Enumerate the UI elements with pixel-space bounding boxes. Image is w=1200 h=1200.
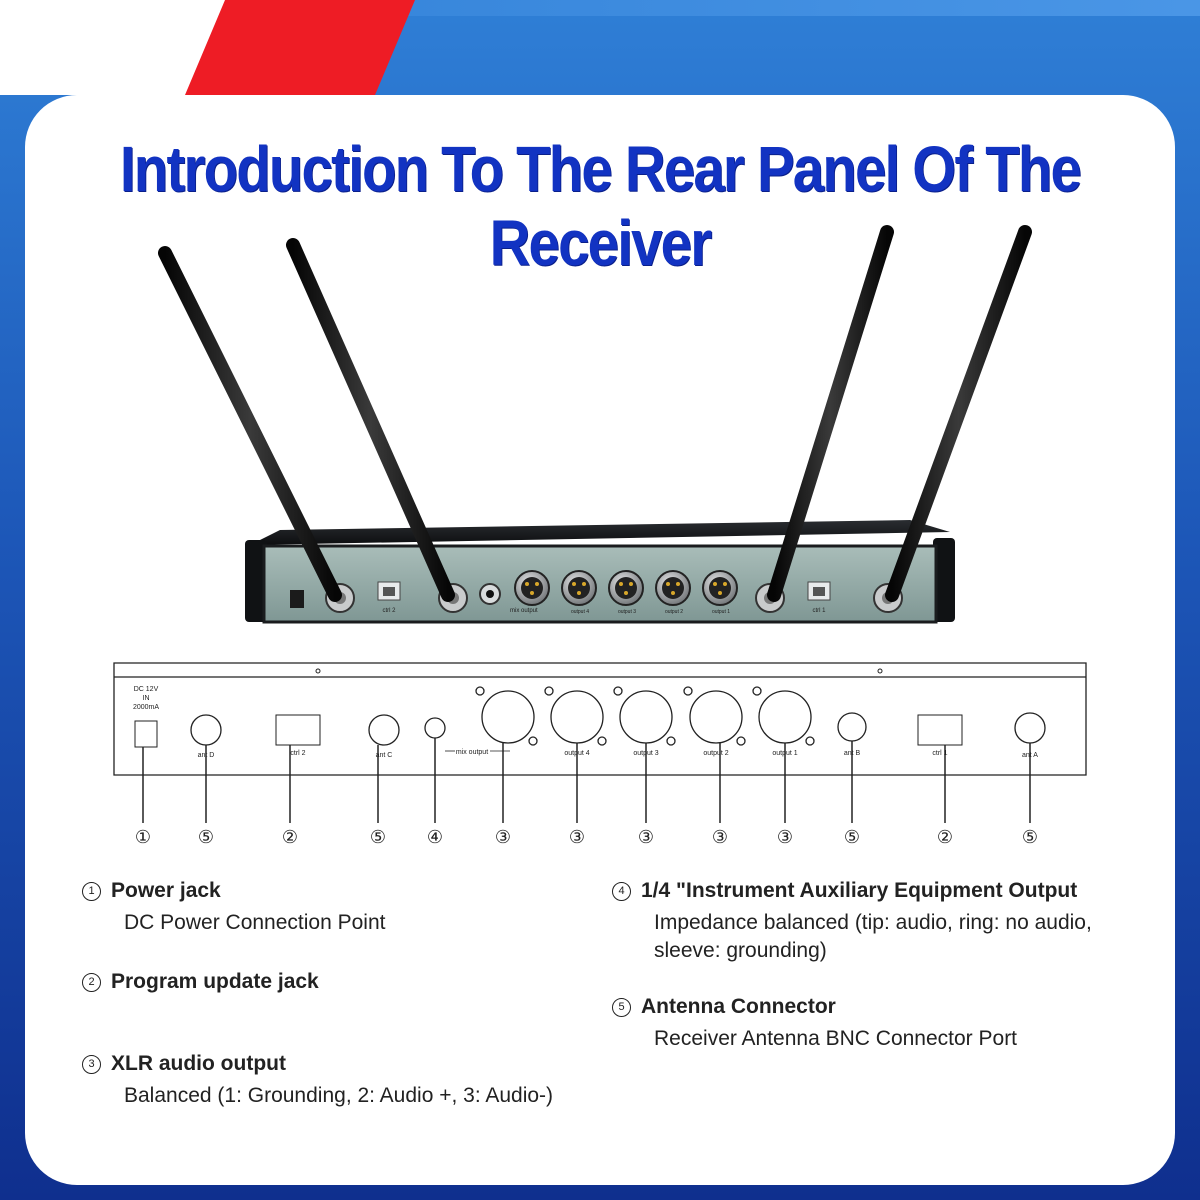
diagram-xlr	[481, 690, 535, 744]
legend-item-program-update-jack: 2 Program update jack	[82, 970, 319, 994]
callout-number: ③	[495, 827, 511, 847]
callout-number: ③	[777, 827, 793, 847]
callout-number: ⑤	[1022, 827, 1038, 847]
legend-number: 4	[612, 881, 631, 901]
diagram-ant-c	[368, 714, 400, 746]
legend-description: DC Power Connection Point	[124, 911, 386, 934]
diagram-ant-b	[837, 712, 867, 742]
xlr-connector	[655, 570, 691, 606]
rj45-port-ctrl1	[807, 581, 831, 601]
xlr-connector	[608, 570, 644, 606]
diagram-xlr-screw	[528, 736, 538, 746]
legend-number: 2	[82, 972, 101, 992]
photo-label-ctrl1: ctrl 1	[812, 608, 826, 614]
diagram-label-ant-c: ant C	[376, 752, 393, 759]
receiver-rear-photo: ctrl 2 ctrl 1 mix output output 4 output…	[158, 225, 1032, 624]
diagram-ctrl1	[917, 714, 963, 746]
callout-number: ③	[712, 827, 728, 847]
diagram-xlr-screw	[805, 736, 815, 746]
diagram-xlr-screw	[597, 736, 607, 746]
diagram-xlr-screw	[736, 736, 746, 746]
legend-title: Power jack	[111, 879, 221, 902]
legend-title: 1/4 "Instrument Auxiliary Equipment Outp…	[641, 879, 1078, 902]
legend-description: Receiver Antenna BNC Connector Port	[654, 1027, 1018, 1050]
diagram-screw-hole	[315, 668, 321, 674]
callout-number: ②	[937, 827, 953, 847]
page-title: Introduction To The Rear Panel Of The Re…	[119, 133, 1082, 279]
antenna-b	[767, 225, 894, 602]
legend-item-antenna-connector: 5 Antenna Connector Receiver Antenna BNC …	[612, 995, 1017, 1053]
content-card	[25, 95, 1175, 1185]
callout-number: ④	[427, 827, 443, 847]
white-corner-tab	[0, 0, 225, 95]
callout-number: ②	[282, 827, 298, 847]
diagram-ctrl2	[275, 714, 321, 746]
diagram-ant-a	[1014, 712, 1046, 744]
diagram-dc-jack	[134, 720, 158, 748]
legend-title: Program update jack	[111, 970, 319, 993]
dc-label-line2: IN	[143, 695, 150, 702]
diagram-xlr-screw	[544, 686, 554, 696]
callout-number: ①	[135, 827, 151, 847]
xlr-connector	[702, 570, 738, 606]
diagram-xlr-screw	[683, 686, 693, 696]
diagram-xlr-screw	[613, 686, 623, 696]
diagram-xlr	[550, 690, 604, 744]
photo-label-output4: output 4	[571, 609, 589, 615]
diagram-screw-hole	[877, 668, 883, 674]
mix-output-jack-hole	[486, 590, 494, 598]
rear-face	[262, 544, 938, 624]
photo-label-ctrl2: ctrl 2	[382, 608, 396, 614]
rear-panel-diagram: DC 12V IN 2000mA ant D ctrl 2 ant C mix …	[113, 662, 1087, 847]
legend-description: Impedance balanced (tip: audio, ring: no…	[654, 911, 1092, 962]
legend-title: Antenna Connector	[641, 995, 836, 1018]
right-rack-ear	[933, 538, 955, 622]
rj45-port-ctrl2	[377, 581, 401, 601]
legend-description: Balanced (1: Grounding, 2: Audio +, 3: A…	[124, 1084, 554, 1107]
diagram-xlr-screw	[666, 736, 676, 746]
diagram-panel-outline	[113, 662, 1087, 776]
antenna-d	[158, 246, 342, 602]
chassis-top	[250, 520, 950, 545]
diagram-xlr-screw	[475, 686, 485, 696]
callout-number: ⑤	[844, 827, 860, 847]
dc-label-line1: DC 12V	[134, 686, 159, 693]
red-corner-stripe	[180, 0, 415, 95]
callout-number: ⑤	[370, 827, 386, 847]
antenna-a	[885, 225, 1032, 602]
diagram-label-ctrl2: ctrl 2	[290, 750, 305, 757]
photo-label-output1: output 1	[712, 609, 730, 615]
photo-label-output3: output 3	[618, 609, 636, 615]
legend-number: 5	[612, 997, 631, 1017]
diagram-label-output2: output 2	[703, 750, 728, 757]
diagram-mix-jack	[424, 717, 446, 739]
diagram-xlr	[758, 690, 812, 744]
legend-title: XLR audio output	[111, 1052, 286, 1075]
legend-item-instrument-output: 4 1/4 "Instrument Auxiliary Equipment Out…	[612, 879, 1144, 965]
callout-number: ③	[638, 827, 654, 847]
photo-label-output2: output 2	[665, 609, 683, 615]
dc-label-line3: 2000mA	[133, 704, 159, 711]
diagram-label-ctrl1: ctrl 1	[932, 750, 947, 757]
legend-number: 3	[82, 1054, 101, 1074]
legend-number: 1	[82, 881, 101, 901]
legend-item-power-jack: 1 Power jack DC Power Connection Point	[82, 879, 385, 937]
xlr-connector	[514, 570, 550, 606]
callout-number: ⑤	[198, 827, 214, 847]
diagram-xlr-screw	[752, 686, 762, 696]
diagram-label-mix: mix output	[456, 749, 488, 756]
diagram-xlr	[619, 690, 673, 744]
dc-jack	[290, 590, 304, 608]
photo-label-mix: mix output	[510, 608, 538, 614]
diagram-ant-d	[190, 714, 222, 746]
antenna-c	[286, 238, 455, 602]
xlr-connector	[561, 570, 597, 606]
callout-number: ③	[569, 827, 585, 847]
legend-item-xlr-output: 3 XLR audio output Balanced (1: Grounding…	[82, 1052, 553, 1110]
diagram-xlr	[689, 690, 743, 744]
left-rack-ear	[245, 540, 267, 622]
